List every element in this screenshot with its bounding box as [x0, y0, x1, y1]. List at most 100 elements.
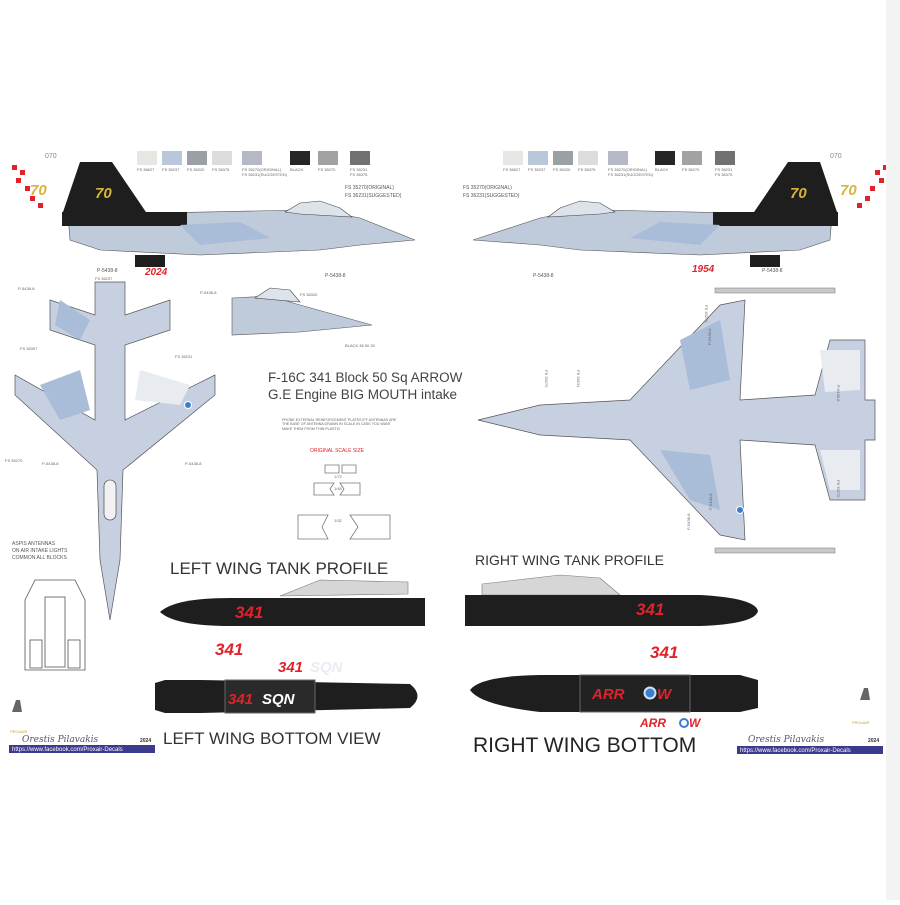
- roundel-icon: [679, 718, 689, 728]
- url-bar[interactable]: [737, 746, 883, 754]
- tank-decal-341: 341: [228, 691, 253, 708]
- right-tank-bottom: ARR W: [470, 674, 758, 713]
- tail-number: 70: [790, 185, 807, 202]
- tail-number-decal: 70: [840, 182, 857, 199]
- aspis-note: ON AIR INTAKE LIGHTS: [12, 548, 68, 554]
- color-swatch: [212, 151, 232, 165]
- top-view-airframe: [14, 281, 216, 621]
- tail-fin: [62, 162, 150, 218]
- right-bottom-view: FS 35270 P-5438-8 FS 36231 FS 35270 P-54…: [477, 287, 876, 554]
- callout: P-5438-8: [200, 290, 217, 295]
- color-swatch: [553, 151, 573, 165]
- camo-patch: [180, 222, 270, 245]
- right-wing-bottom-label: RIGHT WING BOTTOM: [473, 734, 696, 757]
- color-swatch: [682, 151, 702, 165]
- callout: FS 35270: [544, 370, 549, 388]
- color-swatch: [318, 151, 338, 165]
- color-swatches-left: FS 36627 FS 35237 FS 36320 FS 36375 FS 35270…: [137, 151, 370, 177]
- callout: FS 35270: [5, 458, 23, 463]
- swatch-label: FS 36375: [578, 167, 596, 172]
- swatch-label: FS 36270: [318, 167, 336, 172]
- scale-label: 1/48: [334, 486, 343, 491]
- roundel-icon: [643, 686, 657, 700]
- swatch-label: FS 35270(ORIGINAL)FS 36231(SUGGESTED): [242, 167, 288, 177]
- swatch-label: FS 36627: [503, 167, 521, 172]
- color-swatch: [528, 151, 548, 165]
- logo-icon: [860, 688, 870, 700]
- scale-templates: [297, 464, 391, 540]
- right-profile-labels: 70 70 070 1954 FS 35270(ORIGINAL) FS 362…: [463, 153, 857, 279]
- year-decal: 2024: [144, 267, 168, 278]
- left-tank-bottom: 341 SQN: [155, 679, 418, 714]
- callout: FS 35270: [836, 480, 841, 498]
- swatch-label: FS 35237: [528, 167, 546, 172]
- signature: Orestis Pilavakis: [22, 735, 99, 745]
- color-swatch: [350, 151, 370, 165]
- swatch-label: FS 35270(ORIGINAL)FS 36231(SUGGESTED): [608, 167, 654, 177]
- scale-note: PRONE EXTERNAL REINFORCEMENT PLATES IFF …: [282, 418, 396, 431]
- color-swatch: [503, 151, 523, 165]
- swatch-label: FS 36270: [682, 167, 700, 172]
- camo-patch: [820, 450, 860, 490]
- pylon: [714, 287, 836, 294]
- camo-patch: [135, 370, 190, 405]
- left-tank-profile-label: LEFT WING TANK PROFILE: [170, 559, 388, 578]
- credits-left: PROxAIR Orestis Pilavakis 2024 https://w…: [9, 700, 155, 753]
- roundel: [736, 506, 744, 514]
- swatch-label: FS 36320: [187, 167, 205, 172]
- callout: FS 36237: [95, 276, 113, 281]
- facebook-link[interactable]: https://www.facebook.com/Proxair-Decals: [740, 748, 851, 754]
- pylon: [714, 547, 836, 554]
- swatch-label: FS 36627: [137, 167, 155, 172]
- callout: FS 36231: [576, 370, 581, 388]
- brand: PROxAIR: [10, 729, 27, 734]
- color-swatch: [578, 151, 598, 165]
- credits-right: PROxAIR Orestis Pilavakis 2024 https://w…: [737, 688, 883, 754]
- callout: FS 35270(ORIGINAL): [345, 185, 394, 191]
- callout: P-5438-8: [185, 461, 202, 466]
- arrow-text: ARR: [639, 716, 666, 730]
- nose-detail-view: FS 36320 BLACK 36 50 30: [231, 287, 376, 348]
- color-swatch: [290, 151, 310, 165]
- callout: P-5438-8: [762, 268, 783, 274]
- bottom-view-airframe: [477, 299, 876, 541]
- callout: P-5438-8: [42, 461, 59, 466]
- color-swatch: [715, 151, 735, 165]
- logo-icon: [12, 700, 22, 712]
- swatch-label: FS 36375: [212, 167, 230, 172]
- callout: FS 36231: [175, 354, 193, 359]
- serial: 070: [830, 153, 842, 160]
- url-bar[interactable]: [9, 745, 155, 753]
- color-swatch: [162, 151, 182, 165]
- year: 2024: [868, 738, 879, 744]
- brand: PROxAIR: [852, 720, 869, 725]
- decal-arrow: ARR W: [639, 716, 702, 730]
- decal-sqn: SQN: [310, 659, 344, 676]
- tank-arrow-decal: ARR: [591, 686, 625, 703]
- right-tank-profile-label: RIGHT WING TANK PROFILE: [475, 552, 664, 568]
- swatch-label: BLACK: [290, 167, 303, 172]
- callout: BLACK 36 50 30: [345, 343, 376, 348]
- color-swatch: [242, 151, 262, 165]
- facebook-link[interactable]: https://www.facebook.com/Proxair-Decals: [12, 747, 123, 753]
- camo-patch: [820, 350, 860, 392]
- color-swatch: [655, 151, 675, 165]
- aircraft-title: F-16C 341 Block 50 Sq ARROW: [268, 370, 463, 385]
- left-wing-bottom-label: LEFT WING BOTTOM VIEW: [163, 729, 381, 748]
- right-tank-profile: 341: [465, 574, 758, 626]
- callout: FS 36231(SUGGESTED): [345, 193, 402, 199]
- decal-341-sqn: 341: [278, 659, 303, 676]
- callout: FS 35270(ORIGINAL): [463, 185, 512, 191]
- camo-patch: [660, 450, 720, 510]
- aspis-note: COMMON ALL BLOCKS: [12, 555, 67, 561]
- decal-341: 341: [215, 640, 243, 659]
- left-top-view: P-5438-8 FS 36237 P-5438-8 FS 36307 FS 3…: [5, 276, 217, 621]
- swatch-label: FS 35237: [162, 167, 180, 172]
- callout: FS 36307: [20, 346, 38, 351]
- color-swatch: [137, 151, 157, 165]
- camo-patch: [55, 300, 90, 340]
